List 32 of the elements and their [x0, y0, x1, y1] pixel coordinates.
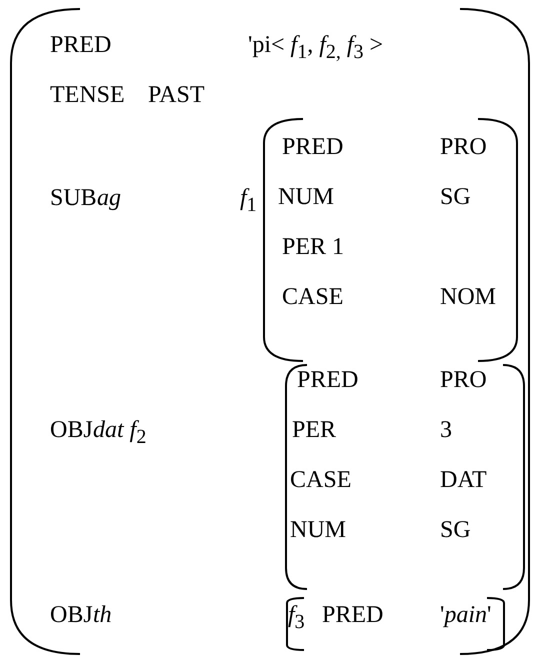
attribute-matrix — [285, 364, 525, 590]
attribute-value: 'pi< f$_{1}$, f$_{2,}$ f$_{3}$ > — [248, 31, 384, 65]
attribute-value: PAST — [148, 81, 204, 109]
attribute-label: NUM — [278, 183, 334, 211]
role-label: th — [93, 601, 112, 629]
attribute-label: PER 1 — [282, 233, 344, 261]
index-label: f$_{3}$ — [288, 601, 305, 635]
attribute-label: CASE — [282, 283, 344, 311]
attribute-value: SG — [440, 516, 471, 544]
attribute-value: 3 — [440, 416, 452, 444]
attribute-matrix — [10, 8, 530, 655]
attribute-value: 'pain' — [440, 601, 492, 629]
index-label: f$_{1}$ — [240, 184, 257, 218]
attribute-label: TENSE — [50, 81, 125, 109]
attribute-value: PRO — [440, 366, 487, 394]
attribute-label: PER — [292, 416, 336, 444]
attribute-label: PRED — [282, 133, 344, 161]
attribute-label: PRED — [322, 601, 384, 629]
role-label: dat f$_{2}$ — [93, 416, 146, 450]
attribute-label: PRED — [297, 366, 358, 394]
attribute-label: CASE — [290, 466, 352, 494]
attribute-matrix — [286, 597, 505, 651]
attribute-value: DAT — [440, 466, 487, 494]
attribute-label: OBJ — [50, 601, 93, 629]
attribute-value: PRO — [440, 133, 487, 161]
attribute-label: PRED — [50, 31, 112, 59]
attribute-value: SG — [440, 183, 471, 211]
attribute-value: NOM — [440, 283, 496, 311]
attribute-label: SUB — [50, 184, 97, 212]
attribute-label: NUM — [290, 516, 346, 544]
role-label: ag — [97, 184, 121, 212]
attribute-label: OBJ — [50, 416, 93, 444]
